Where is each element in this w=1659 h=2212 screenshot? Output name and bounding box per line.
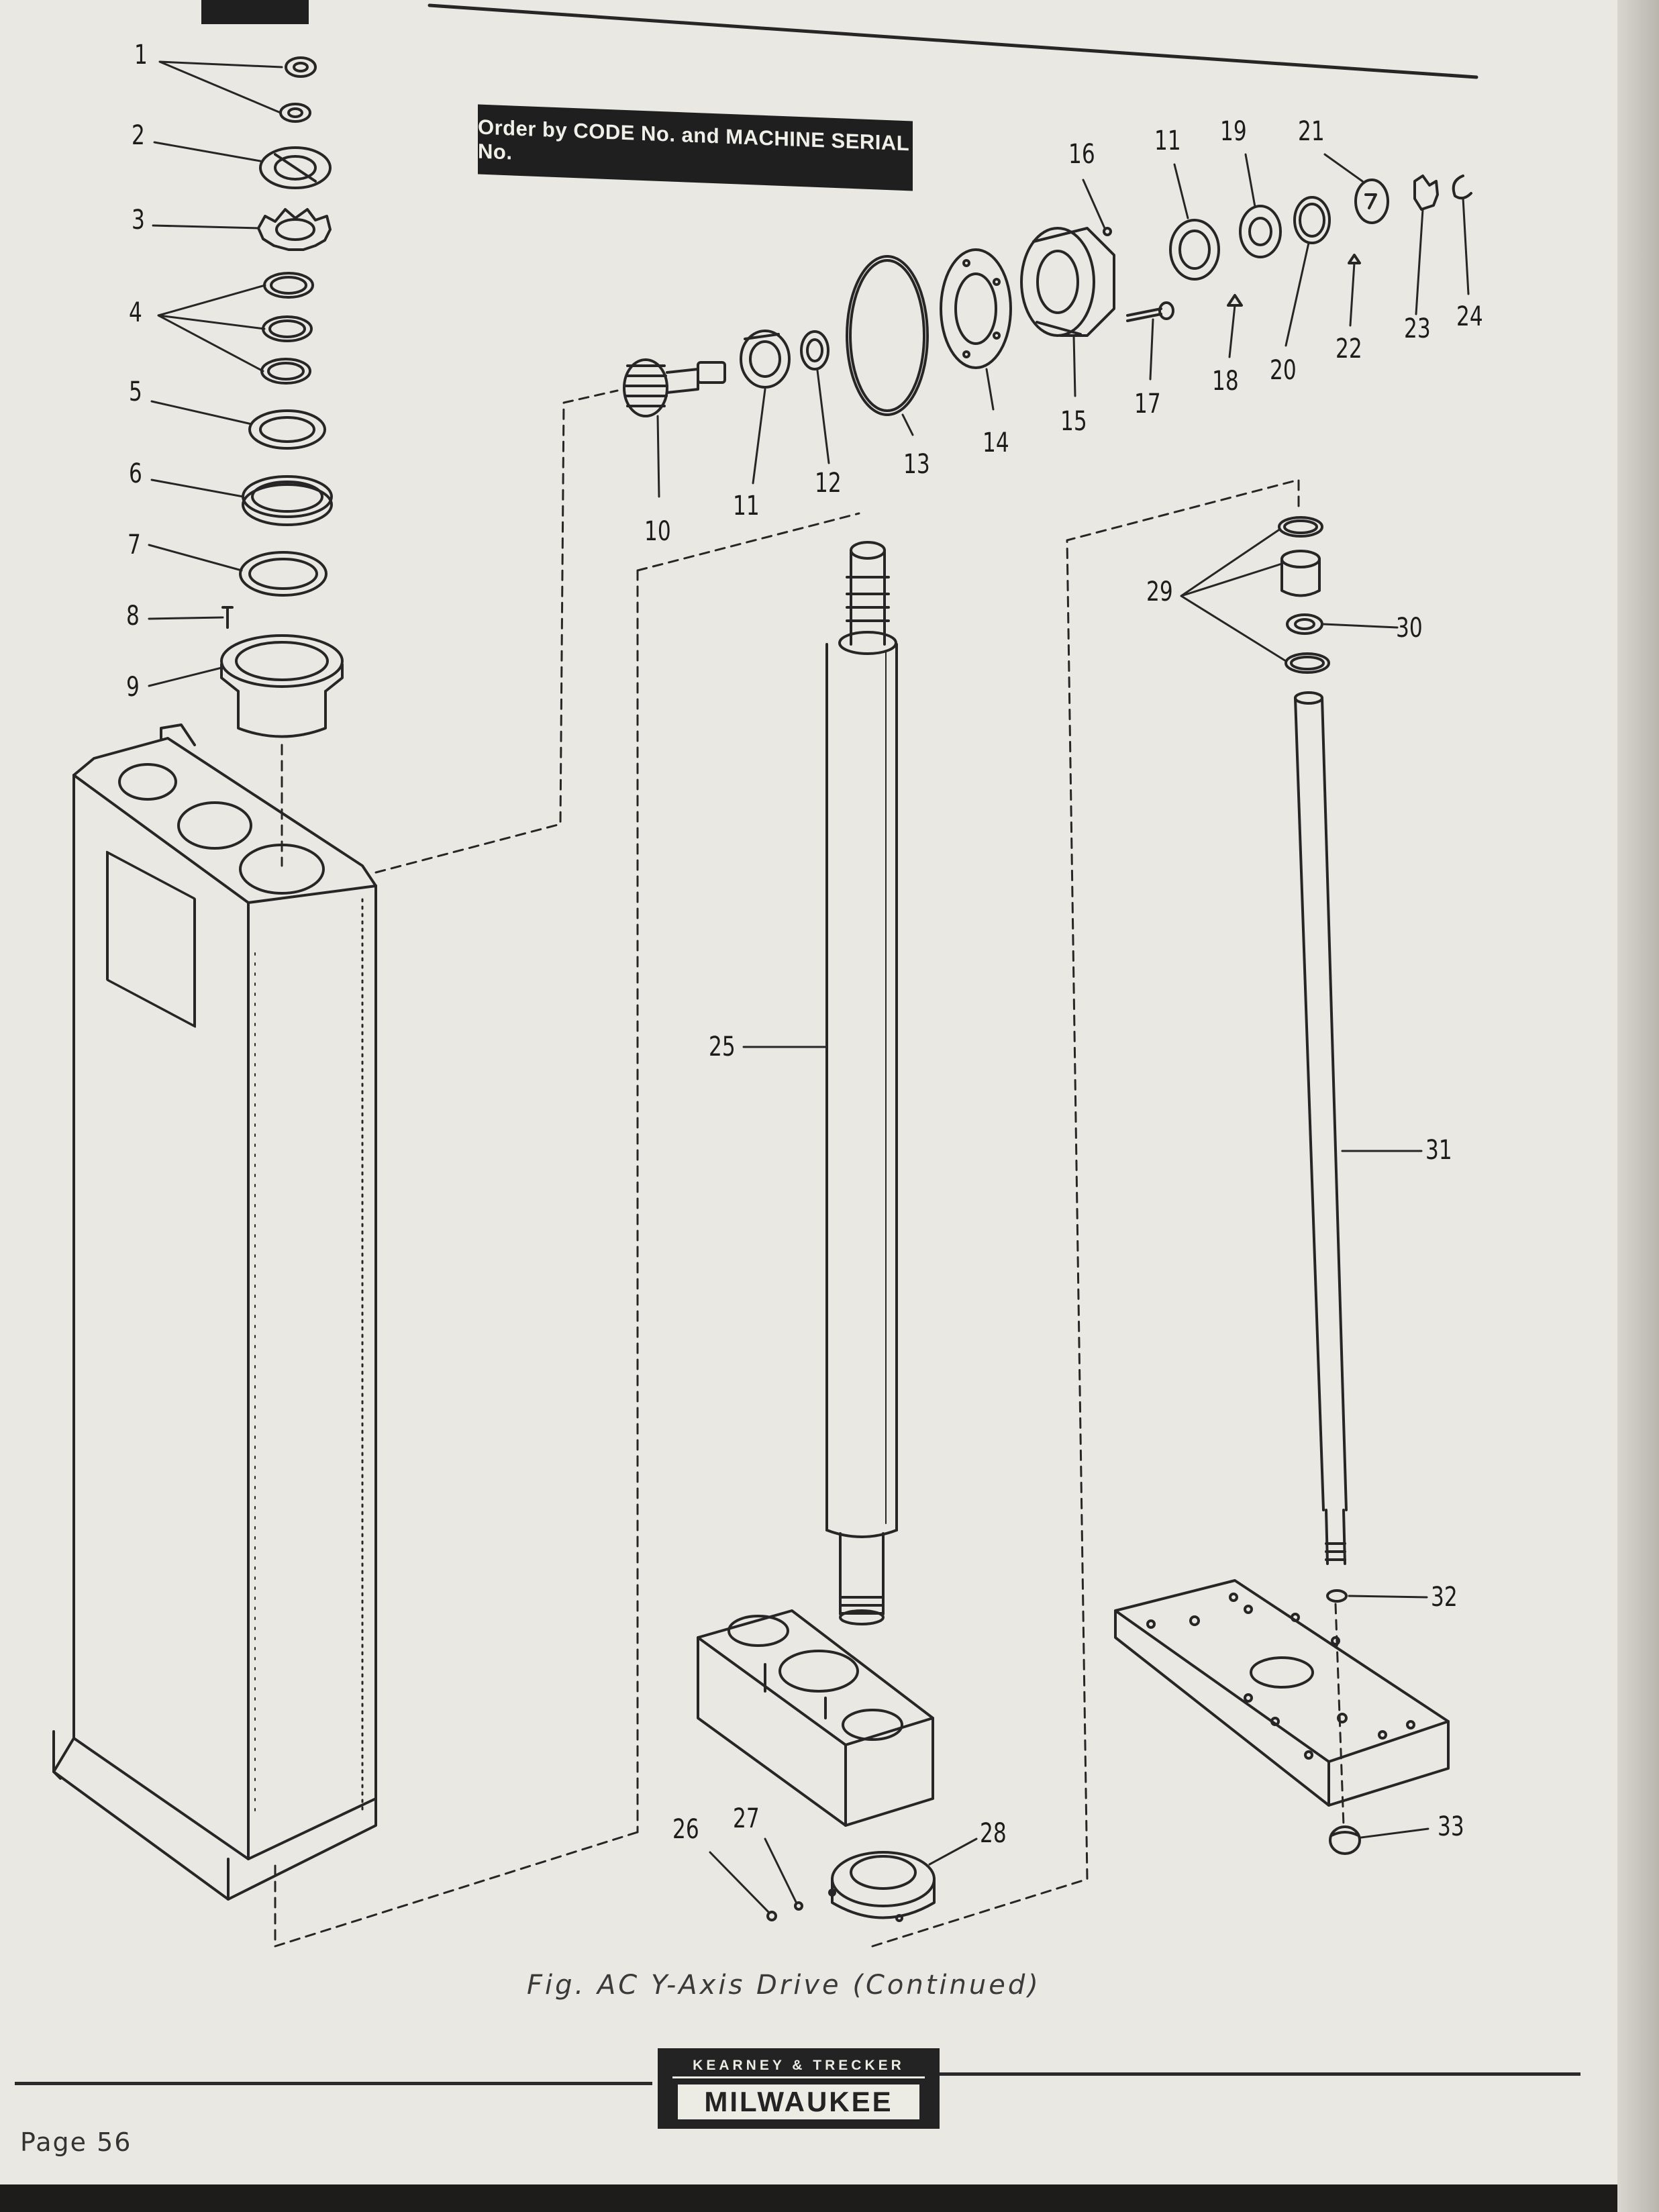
part-33 <box>1329 1825 1361 1855</box>
callout-23: 23 <box>1404 313 1431 344</box>
part-9 <box>220 634 344 738</box>
part-15 <box>1020 227 1115 337</box>
part-6 <box>242 475 333 526</box>
callout-25: 25 <box>709 1032 736 1062</box>
part-27 <box>794 1901 803 1911</box>
callout-7: 7 <box>128 530 141 560</box>
part-25-shaft <box>825 541 898 1625</box>
center-line-31 <box>1334 1603 1345 1827</box>
part-20 <box>1293 196 1331 244</box>
callout-5: 5 <box>129 376 142 407</box>
part-30 <box>1286 613 1323 635</box>
callout-17: 17 <box>1134 389 1161 419</box>
callout-18: 18 <box>1212 366 1239 397</box>
callout-10: 10 <box>644 516 671 547</box>
footer-rule-left <box>15 2082 652 2085</box>
part-4 <box>260 272 314 385</box>
part-12 <box>800 330 830 370</box>
column-housing <box>52 723 377 1901</box>
part-10 <box>623 358 726 417</box>
part-5 <box>248 409 326 450</box>
dashed-leader-10 <box>374 389 619 874</box>
bearing-block <box>697 1609 934 1827</box>
part-11a <box>740 330 791 389</box>
dashed-leader-bottom <box>274 1831 639 1948</box>
callout-1: 1 <box>134 40 148 70</box>
callout-24: 24 <box>1456 301 1483 332</box>
callout-29: 29 <box>1146 576 1173 607</box>
part-26 <box>766 1911 777 1921</box>
part-7 <box>239 551 328 597</box>
part-28 <box>828 1851 936 1922</box>
callout-4: 4 <box>129 297 142 328</box>
callout-2: 2 <box>132 120 145 151</box>
callout-6: 6 <box>129 458 142 489</box>
callout-20: 20 <box>1270 355 1297 386</box>
callout-11-lower: 11 <box>733 491 760 521</box>
dashed-leader-25-top <box>636 512 860 572</box>
part-24 <box>1452 174 1472 200</box>
callout-9: 9 <box>126 672 140 703</box>
callout-8: 8 <box>126 601 140 632</box>
figure-caption: Fig. AC Y-Axis Drive (Continued) <box>527 1970 1041 2001</box>
part-14 <box>940 248 1012 369</box>
callout-22: 22 <box>1336 334 1362 364</box>
manufacturer-logo: KEARNEY & TRECKER MILWAUKEE <box>658 2048 940 2129</box>
callout-21: 21 <box>1298 116 1325 147</box>
callout-28: 28 <box>980 1818 1007 1849</box>
part-29 <box>1278 516 1330 674</box>
callout-13: 13 <box>903 449 930 480</box>
part-21 <box>1354 179 1389 224</box>
part-1 <box>279 56 317 123</box>
part-23 <box>1413 174 1439 211</box>
callout-3: 3 <box>132 205 145 236</box>
logo-top-text: KEARNEY & TRECKER <box>672 2058 925 2078</box>
part-19 <box>1239 205 1282 258</box>
base-plate <box>1114 1579 1450 1807</box>
part-16 <box>1103 227 1112 236</box>
page-top-rule <box>428 3 1478 79</box>
callout-15: 15 <box>1060 406 1087 437</box>
corner-tab <box>201 0 309 24</box>
callout-11-upper: 11 <box>1154 125 1181 156</box>
page-number: Page 56 <box>20 2127 132 2157</box>
part-8 <box>221 606 234 629</box>
callout-14: 14 <box>983 428 1009 458</box>
part-13 <box>846 255 929 416</box>
part-17 <box>1126 301 1174 322</box>
leader-lines <box>148 60 1470 1914</box>
callout-33: 33 <box>1438 1811 1464 1842</box>
dashed-leader-28 <box>871 479 1300 1948</box>
logo-bottom-text: MILWAUKEE <box>678 2084 919 2119</box>
callout-12: 12 <box>815 468 842 499</box>
part-3 <box>257 208 332 251</box>
part-2 <box>259 146 332 189</box>
part-32 <box>1326 1589 1348 1603</box>
part-11b <box>1169 219 1220 281</box>
callout-32: 32 <box>1431 1582 1458 1613</box>
part-31-shaft <box>1294 691 1348 1565</box>
photo-bottom-edge <box>0 2184 1659 2212</box>
part-18 <box>1227 294 1243 307</box>
footer-rule-right <box>940 2072 1580 2076</box>
callout-31: 31 <box>1425 1135 1452 1166</box>
part-22 <box>1348 254 1361 264</box>
callout-30: 30 <box>1396 613 1423 644</box>
callout-27: 27 <box>733 1803 760 1834</box>
callout-16: 16 <box>1068 139 1095 170</box>
callout-19: 19 <box>1220 116 1247 147</box>
callout-26: 26 <box>672 1814 699 1845</box>
